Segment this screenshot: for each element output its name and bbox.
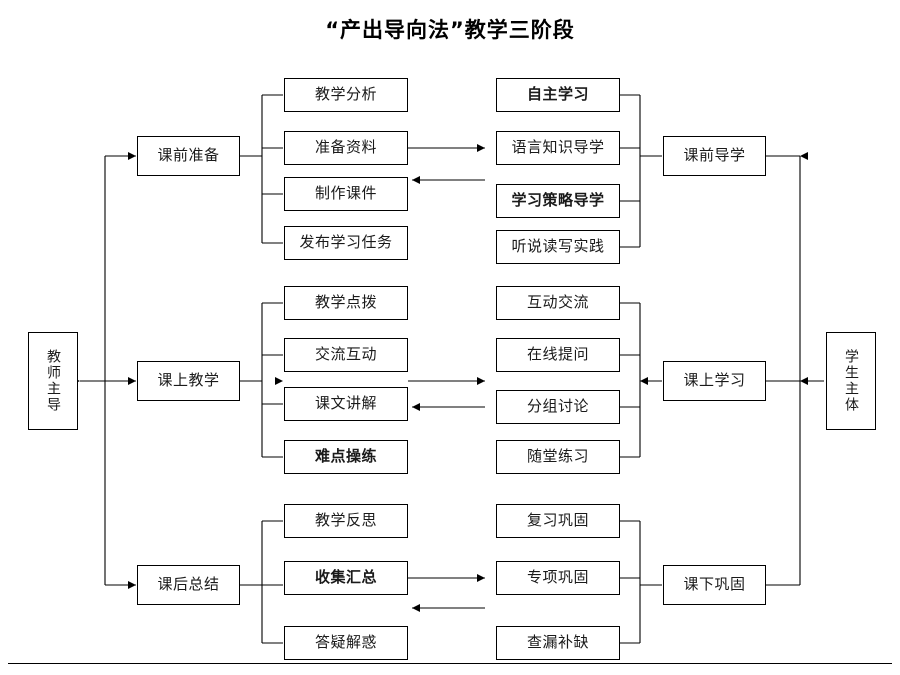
bottom-divider xyxy=(8,663,892,664)
node-g1-teacher-4[interactable]: 发布学习任务 xyxy=(284,226,408,260)
node-guide-2[interactable]: 课上学习 xyxy=(663,361,766,401)
node-g1-student-1[interactable]: 自主学习 xyxy=(496,78,620,112)
node-g1-teacher-2[interactable]: 准备资料 xyxy=(284,131,408,165)
node-g2-teacher-1[interactable]: 教学点拨 xyxy=(284,286,408,320)
node-stage-1[interactable]: 课前准备 xyxy=(137,136,240,176)
node-g3-student-2[interactable]: 专项巩固 xyxy=(496,561,620,595)
node-stage-3[interactable]: 课后总结 xyxy=(137,565,240,605)
node-g2-teacher-3[interactable]: 课文讲解 xyxy=(284,387,408,421)
node-g1-teacher-3[interactable]: 制作课件 xyxy=(284,177,408,211)
node-g1-student-4[interactable]: 听说读写实践 xyxy=(496,230,620,264)
node-g3-student-3[interactable]: 查漏补缺 xyxy=(496,626,620,660)
node-g3-teacher-3[interactable]: 答疑解惑 xyxy=(284,626,408,660)
node-g3-teacher-2[interactable]: 收集汇总 xyxy=(284,561,408,595)
node-g1-student-3[interactable]: 学习策略导学 xyxy=(496,184,620,218)
node-g1-student-2[interactable]: 语言知识导学 xyxy=(496,131,620,165)
node-guide-3[interactable]: 课下巩固 xyxy=(663,565,766,605)
node-g3-teacher-1[interactable]: 教学反思 xyxy=(284,504,408,538)
node-g2-student-4[interactable]: 随堂练习 xyxy=(496,440,620,474)
node-g2-student-2[interactable]: 在线提问 xyxy=(496,338,620,372)
node-student-body[interactable]: 学生主体 xyxy=(826,332,876,430)
node-g2-student-3[interactable]: 分组讨论 xyxy=(496,390,620,424)
node-g2-teacher-2[interactable]: 交流互动 xyxy=(284,338,408,372)
node-guide-1[interactable]: 课前导学 xyxy=(663,136,766,176)
node-stage-2[interactable]: 课上教学 xyxy=(137,361,240,401)
node-g2-student-1[interactable]: 互动交流 xyxy=(496,286,620,320)
node-teacher-lead[interactable]: 教师主导 xyxy=(28,332,78,430)
page-title: “产出导向法”教学三阶段 xyxy=(325,18,575,42)
node-g2-teacher-4[interactable]: 难点操练 xyxy=(284,440,408,474)
node-g3-student-1[interactable]: 复习巩固 xyxy=(496,504,620,538)
node-g1-teacher-1[interactable]: 教学分析 xyxy=(284,78,408,112)
